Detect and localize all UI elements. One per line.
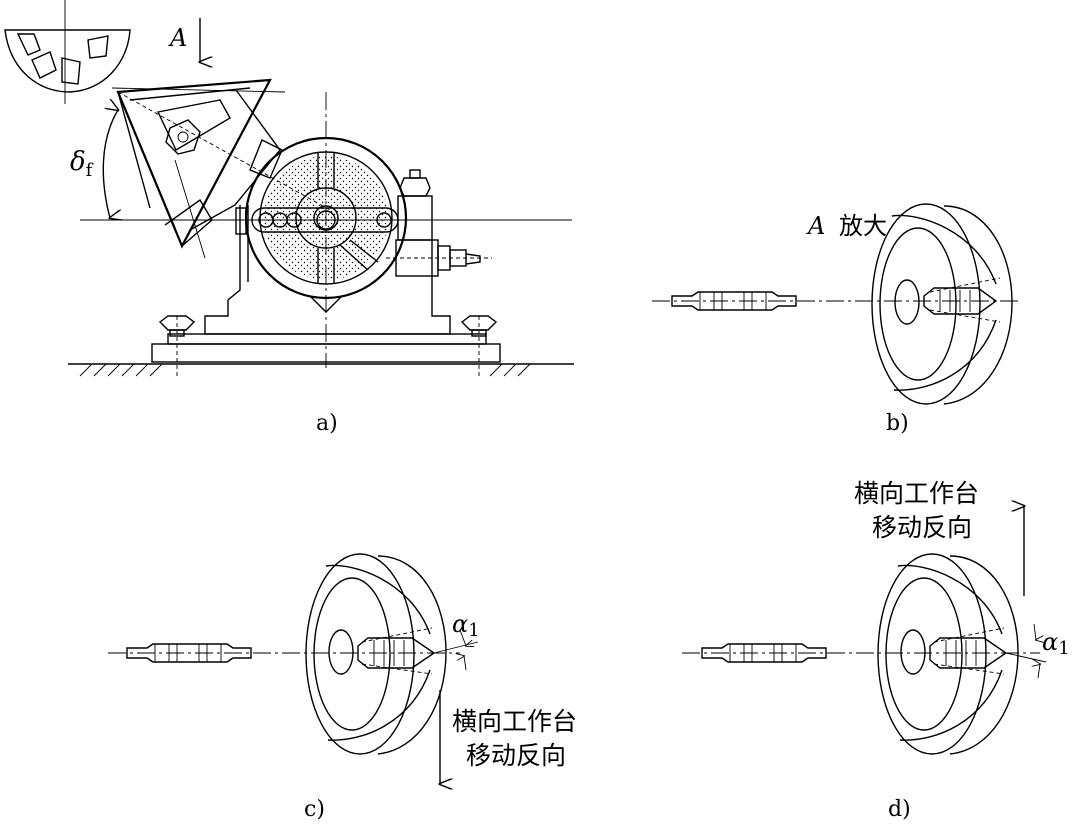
caption-b: b) (886, 411, 909, 436)
alpha-symbol-c: α (452, 610, 468, 638)
svg-text:α1: α1 (452, 610, 480, 641)
grinding-wheel-c (305, 553, 447, 755)
alpha-subscript-d: 1 (1058, 638, 1069, 659)
svg-text:δf: δf (70, 147, 94, 181)
panel-d: 横向工作台 移动反向 (682, 479, 1070, 822)
caption-a: a) (316, 411, 338, 436)
delta-subscript: f (86, 160, 94, 181)
clamp-nut (165, 119, 201, 155)
view-label-b: A (806, 212, 825, 240)
svg-text:α1: α1 (1042, 628, 1070, 659)
angle-alpha-d: α1 (1005, 623, 1070, 679)
note-c-line1: 横向工作台 (452, 707, 577, 736)
grinding-wheel-b (871, 203, 1013, 405)
svg-text:A 放大: A 放大 (806, 212, 887, 240)
note-c-line2: 移动反向 (466, 741, 566, 770)
delta-symbol: δ (70, 147, 86, 177)
ground-line (68, 363, 574, 377)
note-d-line2: 移动反向 (872, 513, 972, 542)
angle-delta-f: δf (70, 110, 118, 218)
alpha-symbol-d: α (1042, 628, 1058, 656)
index-plunger (386, 169, 492, 277)
view-arrow-a: A (168, 18, 200, 62)
view-text-b: 放大 (839, 212, 887, 240)
caption-d: d) (888, 797, 911, 822)
panel-b: A 放大 b) (652, 203, 1020, 436)
view-label-a: A (168, 24, 187, 52)
panel-a: A δf (4, 0, 574, 436)
caption-c: c) (304, 797, 325, 822)
note-d-line1: 横向工作台 (854, 479, 979, 508)
angle-alpha-c: α1 (433, 610, 480, 671)
grinding-wheel-d (877, 553, 1019, 755)
cutter-wheel (4, 0, 131, 104)
panel-c: α1 横向工作台 移动反向 c) (108, 553, 577, 822)
alpha-subscript-c: 1 (468, 620, 479, 641)
